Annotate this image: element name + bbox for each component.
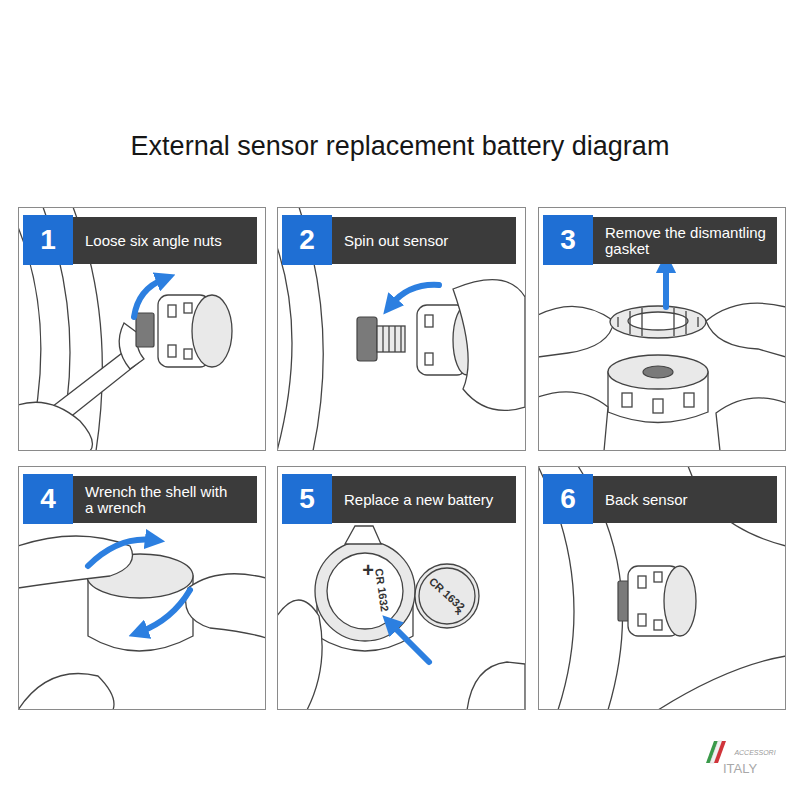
step-panel: 1Loose six angle nuts xyxy=(18,207,266,451)
twist-arrow xyxy=(140,590,190,632)
sensor-notch xyxy=(425,315,433,327)
gasket-teeth xyxy=(618,308,698,336)
rim-edge xyxy=(658,656,786,710)
step-panel: 2Spin out sensor xyxy=(277,207,526,451)
step-number: 1 xyxy=(23,215,73,265)
sensor-notch xyxy=(653,399,663,413)
fingers xyxy=(186,574,266,638)
lift-arrow xyxy=(663,265,669,307)
rotate-arrow xyxy=(391,285,439,305)
caption-bar: Remove the dismantling gasket xyxy=(593,217,777,264)
sensor-cap xyxy=(664,566,696,636)
battery-seat xyxy=(327,553,403,629)
sensor-notch xyxy=(654,620,662,630)
finger xyxy=(277,600,322,710)
sensor-top xyxy=(608,355,708,389)
diagram-title: External sensor replacement battery diag… xyxy=(0,131,800,162)
hand xyxy=(18,402,92,451)
step-caption: Back sensor xyxy=(593,492,775,508)
finger xyxy=(706,303,786,357)
watermark-text: ACCESSORI xyxy=(734,749,775,756)
step-caption: Remove the dismantling gasket xyxy=(593,225,771,257)
hand xyxy=(716,398,786,451)
hex-nut xyxy=(136,313,154,347)
sensor-notch xyxy=(168,305,176,317)
rotate-arrow xyxy=(134,279,164,317)
battery-rim xyxy=(419,568,475,624)
caption-bar: Loose six angle nuts xyxy=(73,217,257,264)
step-caption: Wrench the shell with a wrench xyxy=(73,484,237,516)
watermark-text: ITALY xyxy=(723,761,757,776)
finger xyxy=(538,306,614,357)
polarity-mark: + xyxy=(454,605,461,619)
step-number: 5 xyxy=(282,474,332,524)
battery-holder xyxy=(315,541,415,641)
gasket-ring xyxy=(610,306,706,338)
polarity-mark: + xyxy=(362,559,374,582)
fingers xyxy=(453,280,525,411)
insert-arrow xyxy=(391,624,429,662)
step-panel: 6Back sensor xyxy=(538,466,786,710)
twist-arrow xyxy=(88,540,153,566)
flag-stripe xyxy=(714,741,726,763)
holder-clip xyxy=(345,526,381,544)
sensor-notch xyxy=(684,393,694,407)
caption-bar: Spin out sensor xyxy=(332,217,516,264)
thread-hole xyxy=(643,366,673,378)
sensor-notch xyxy=(168,345,176,357)
finger xyxy=(467,662,525,710)
sensor-notch xyxy=(184,349,192,359)
stem-thread xyxy=(383,326,401,352)
step-panel: 5Replace a new battery xyxy=(277,466,526,710)
sensor-notch xyxy=(184,303,192,313)
tire-edge xyxy=(277,247,292,451)
step-number: 4 xyxy=(23,474,73,524)
coin-battery xyxy=(415,564,479,628)
sensor-cap xyxy=(192,295,232,367)
step-caption: Loose six angle nuts xyxy=(73,233,255,249)
sensor-notch xyxy=(622,393,632,407)
step-caption: Spin out sensor xyxy=(332,233,514,249)
sensor-notch xyxy=(654,572,662,582)
step-panel: 3Remove the dismantling gasket xyxy=(538,207,786,451)
valve-stem xyxy=(377,326,405,352)
sensor-notch xyxy=(638,614,646,626)
hand xyxy=(18,674,114,710)
sensor-notch xyxy=(425,353,433,365)
step-number: 2 xyxy=(282,215,332,265)
step-caption: Replace a new battery xyxy=(332,492,514,508)
hex-nut xyxy=(357,317,377,361)
sensor-notch xyxy=(638,576,646,588)
step-number: 3 xyxy=(543,215,593,265)
gasket-hole xyxy=(628,312,688,330)
caption-bar: Back sensor xyxy=(593,476,777,523)
step-number: 6 xyxy=(543,474,593,524)
caption-bar: Replace a new battery xyxy=(332,476,516,523)
hand xyxy=(538,392,608,451)
caption-bar: Wrench the shell with a wrench xyxy=(73,476,257,523)
step-panel: 4Wrench the shell with a wrench xyxy=(18,466,266,710)
